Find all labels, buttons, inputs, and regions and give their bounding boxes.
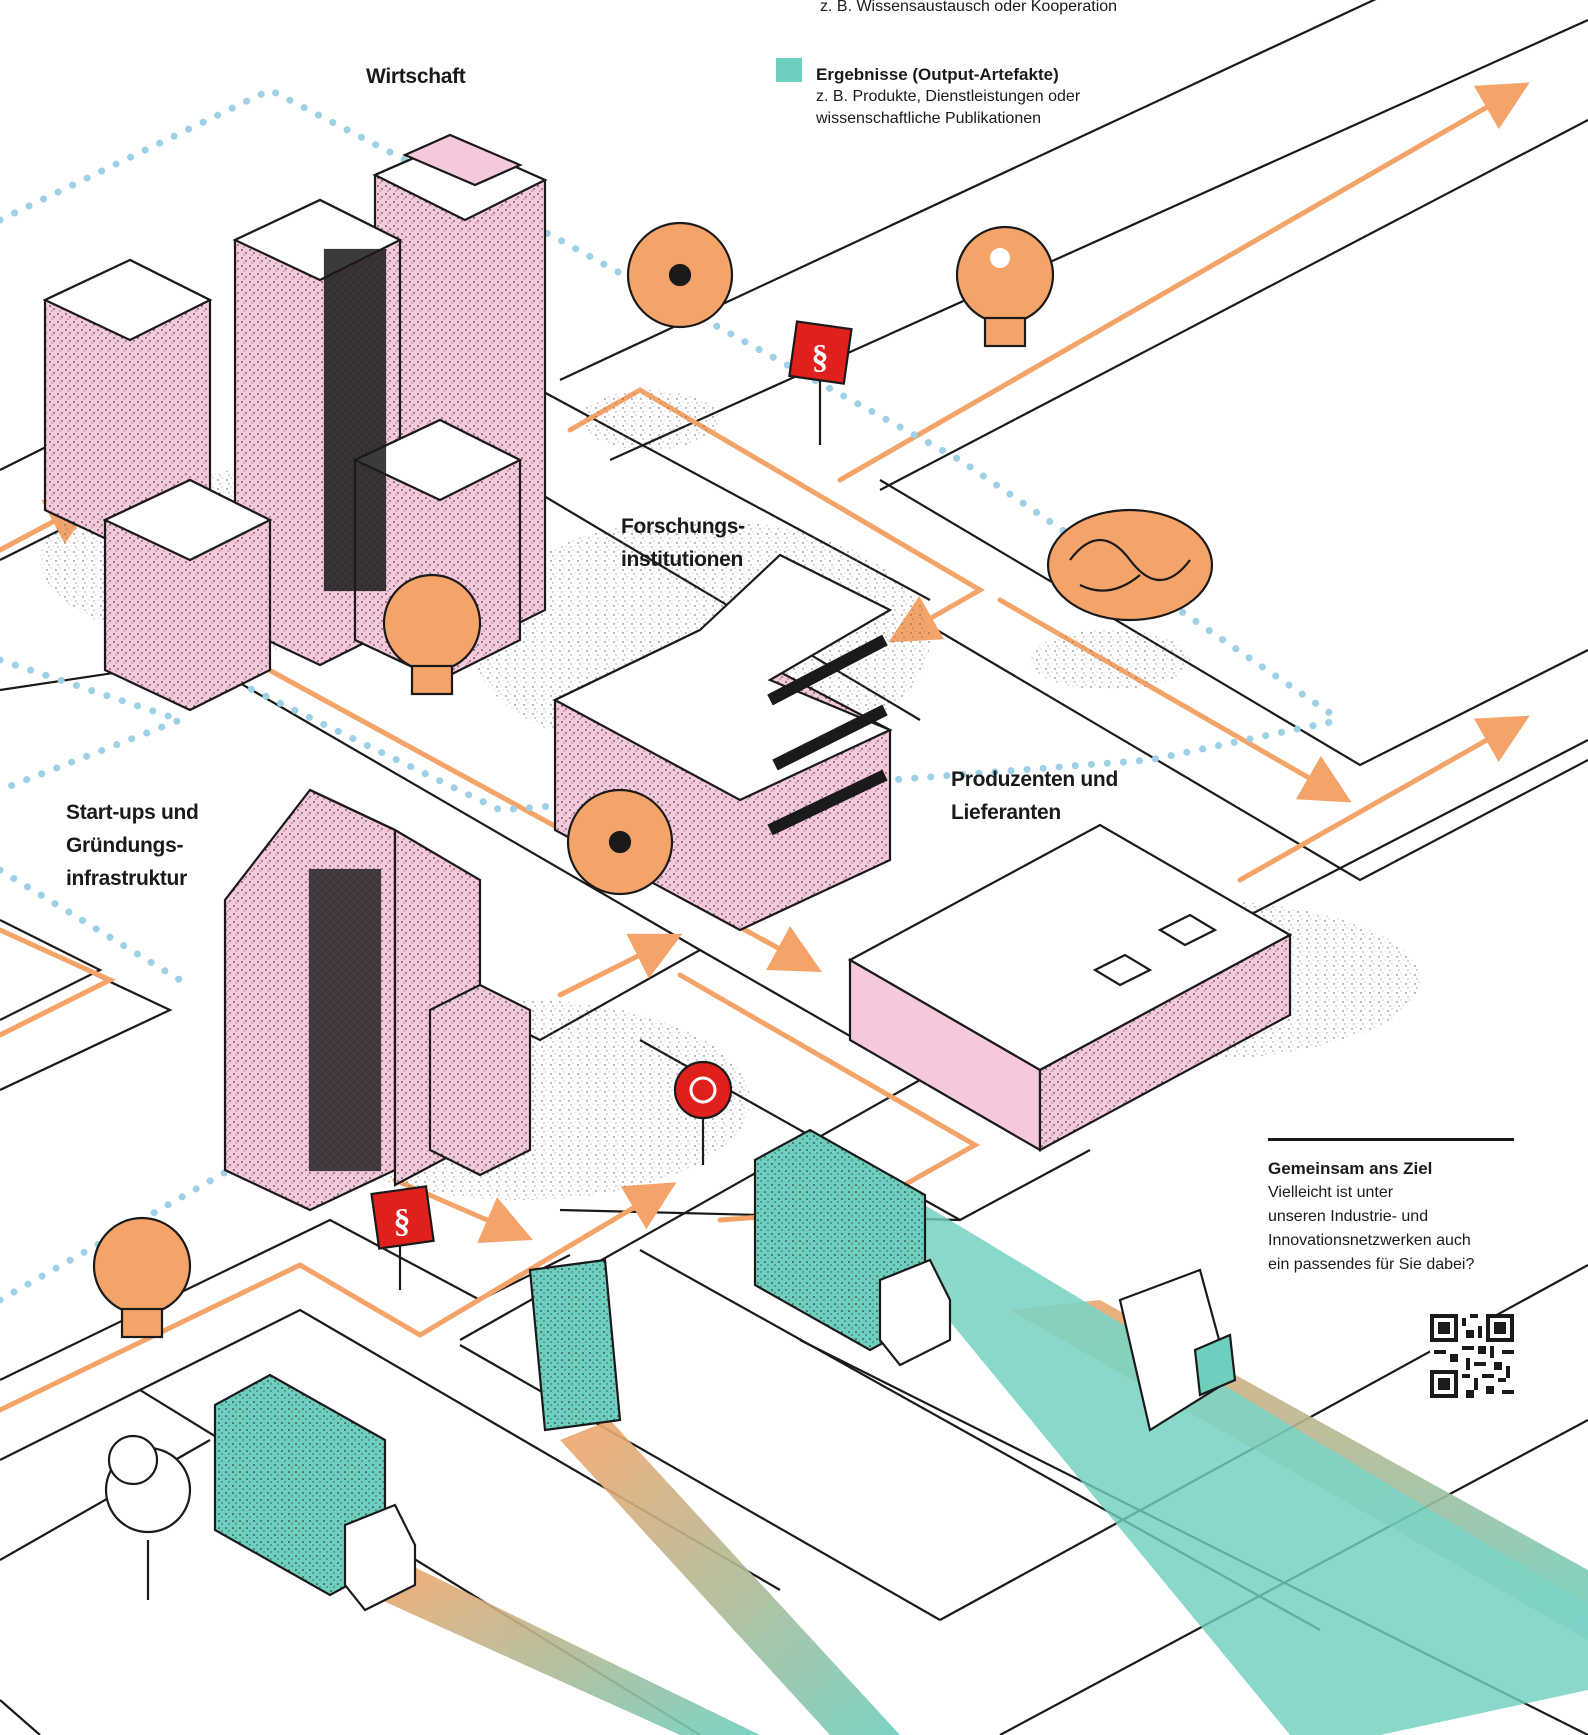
legend-results-desc-2: wissenschaftliche Publikationen: [816, 110, 1042, 127]
svg-text:§: §: [812, 339, 829, 376]
legend-results-desc-1: z. B. Produkte, Dienstleistungen oder: [816, 88, 1081, 105]
label-forschung-line1: Forschungs-: [621, 515, 745, 538]
brain-icon: [1046, 508, 1214, 622]
info-title: Gemeinsam ans Ziel: [1268, 1159, 1433, 1178]
label-startups-line2: Gründungs-: [66, 834, 184, 857]
produzenten-building: [847, 823, 1293, 1152]
label-startups-line1: Start-ups und: [66, 801, 199, 824]
recycle-sign-icon: [673, 1060, 733, 1165]
results-legend-swatch: [776, 58, 802, 82]
label-produzenten-line1: Produzenten und: [951, 768, 1118, 791]
paragraph-sign-icon: § §: [370, 320, 853, 1290]
label-produzenten-line2: Lieferanten: [951, 801, 1061, 824]
label-produzenten: Produzenten und Lieferanten: [951, 763, 1118, 829]
label-startups: Start-ups und Gründungs- infrastruktur: [66, 796, 199, 895]
tree-icon: [104, 1434, 192, 1600]
truck-icon: [213, 1128, 952, 1612]
info-box: Gemeinsam ans Ziel Vielleicht ist unter …: [1268, 1138, 1514, 1277]
legend-exchange-desc: z. B. Wissensaustausch oder Kooperation: [820, 0, 1118, 15]
label-forschung-line2: institutionen: [621, 548, 744, 571]
label-forschung: Forschungs- institutionen: [621, 510, 745, 576]
legend-results-title: Ergebnisse (Output-Artefakte): [816, 65, 1059, 84]
label-startups-line3: infrastruktur: [66, 867, 187, 890]
info-line-4: ein passendes für Sie dabei?: [1268, 1256, 1475, 1273]
svg-text:§: §: [394, 1203, 411, 1240]
label-wirtschaft-text: Wirtschaft: [366, 65, 466, 88]
document-icon: [1118, 1268, 1237, 1432]
info-line-3: Innovationsnetzwerken auch: [1268, 1232, 1471, 1249]
info-line-2: unseren Industrie- und: [1268, 1208, 1429, 1225]
info-line-1: Vielleicht ist unter: [1268, 1184, 1394, 1201]
gear-icon: [566, 221, 734, 896]
label-wirtschaft: Wirtschaft: [366, 60, 466, 93]
qr-code-icon[interactable]: [1430, 1314, 1514, 1398]
legend-results: Ergebnisse (Output-Artefakte) z. B. Prod…: [816, 64, 1080, 130]
lightbulb-icon: [92, 225, 1055, 1339]
book-icon: [528, 1258, 622, 1432]
startups-building: [223, 788, 532, 1212]
legend-exchange: z. B. Wissensaustausch oder Kooperation: [820, 0, 1117, 18]
